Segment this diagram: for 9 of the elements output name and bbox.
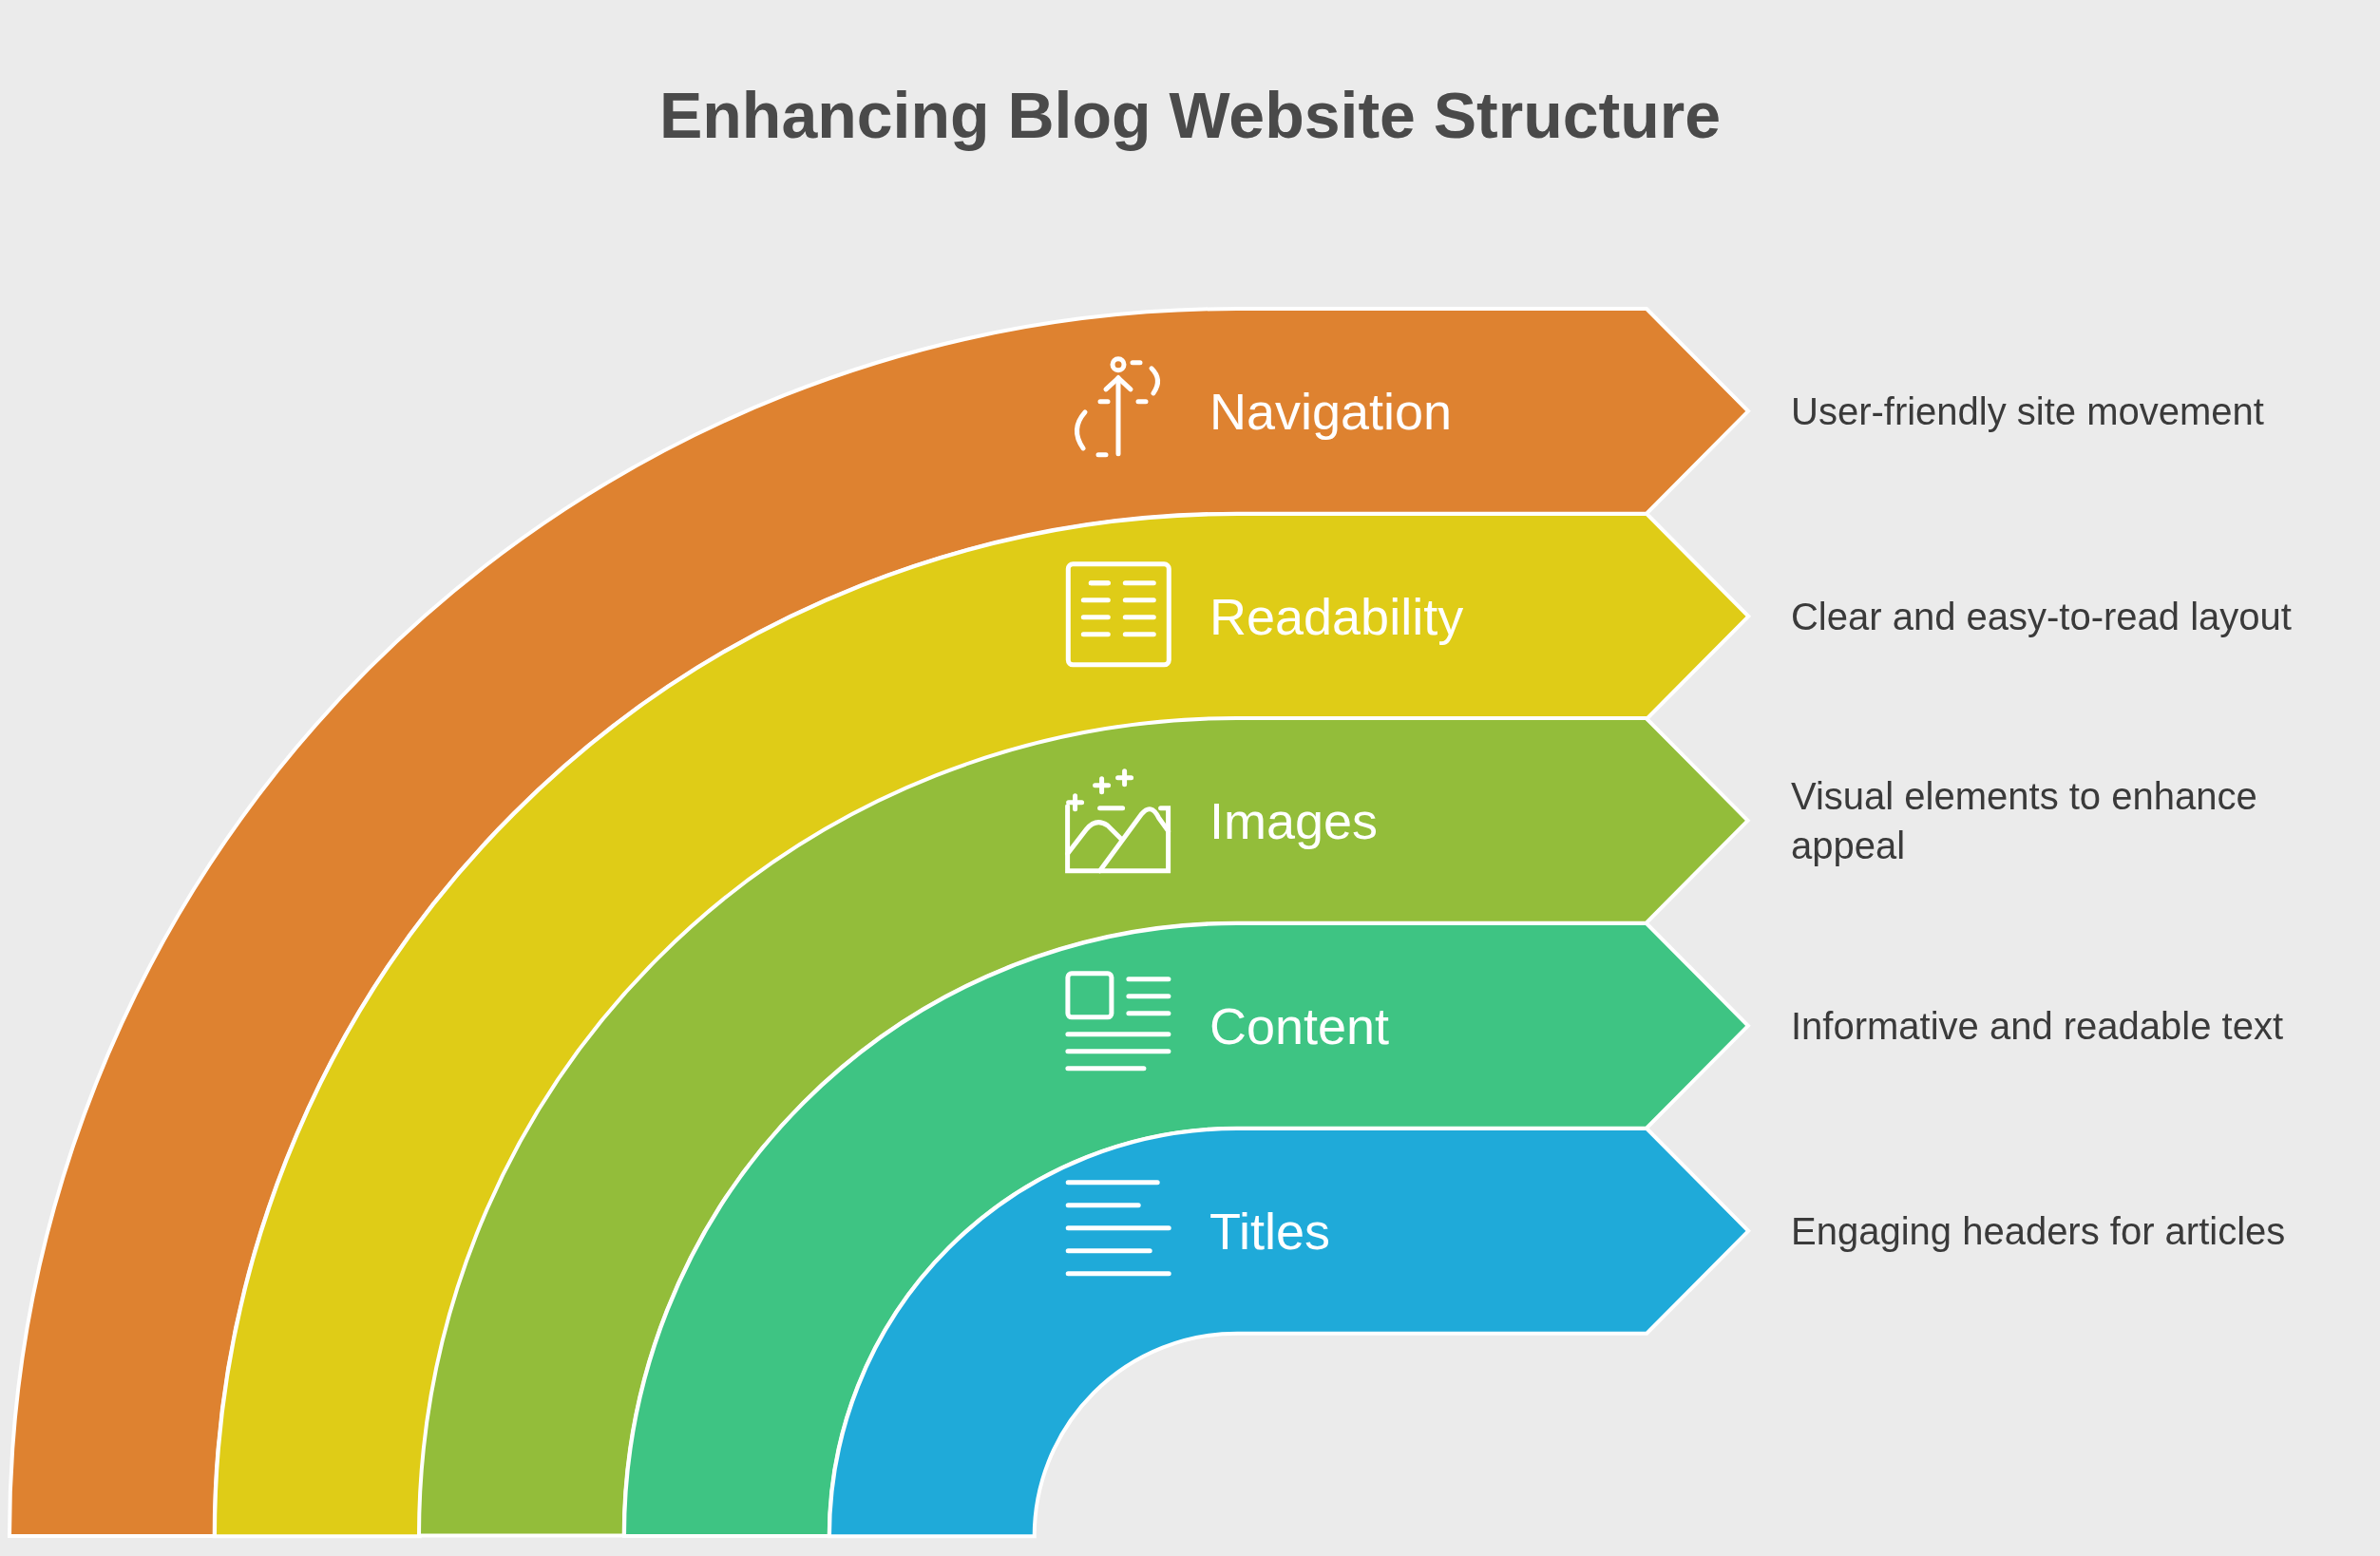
- band-label: Titles: [1209, 1205, 1330, 1257]
- description-text: Informative and readable text: [1791, 1003, 2285, 1049]
- band-label: Content: [1209, 999, 1390, 1052]
- description-text: Engaging headers for articles: [1791, 1208, 2287, 1254]
- band-label: Images: [1209, 795, 1379, 847]
- description-text: Visual elements to enhance appeal: [1791, 774, 2258, 869]
- diagram-title: Enhancing Blog Website Structure: [657, 78, 1723, 152]
- description-text: Clear and easy-to-read layout: [1791, 594, 2293, 639]
- description-text: User-friendly site movement: [1791, 389, 2265, 434]
